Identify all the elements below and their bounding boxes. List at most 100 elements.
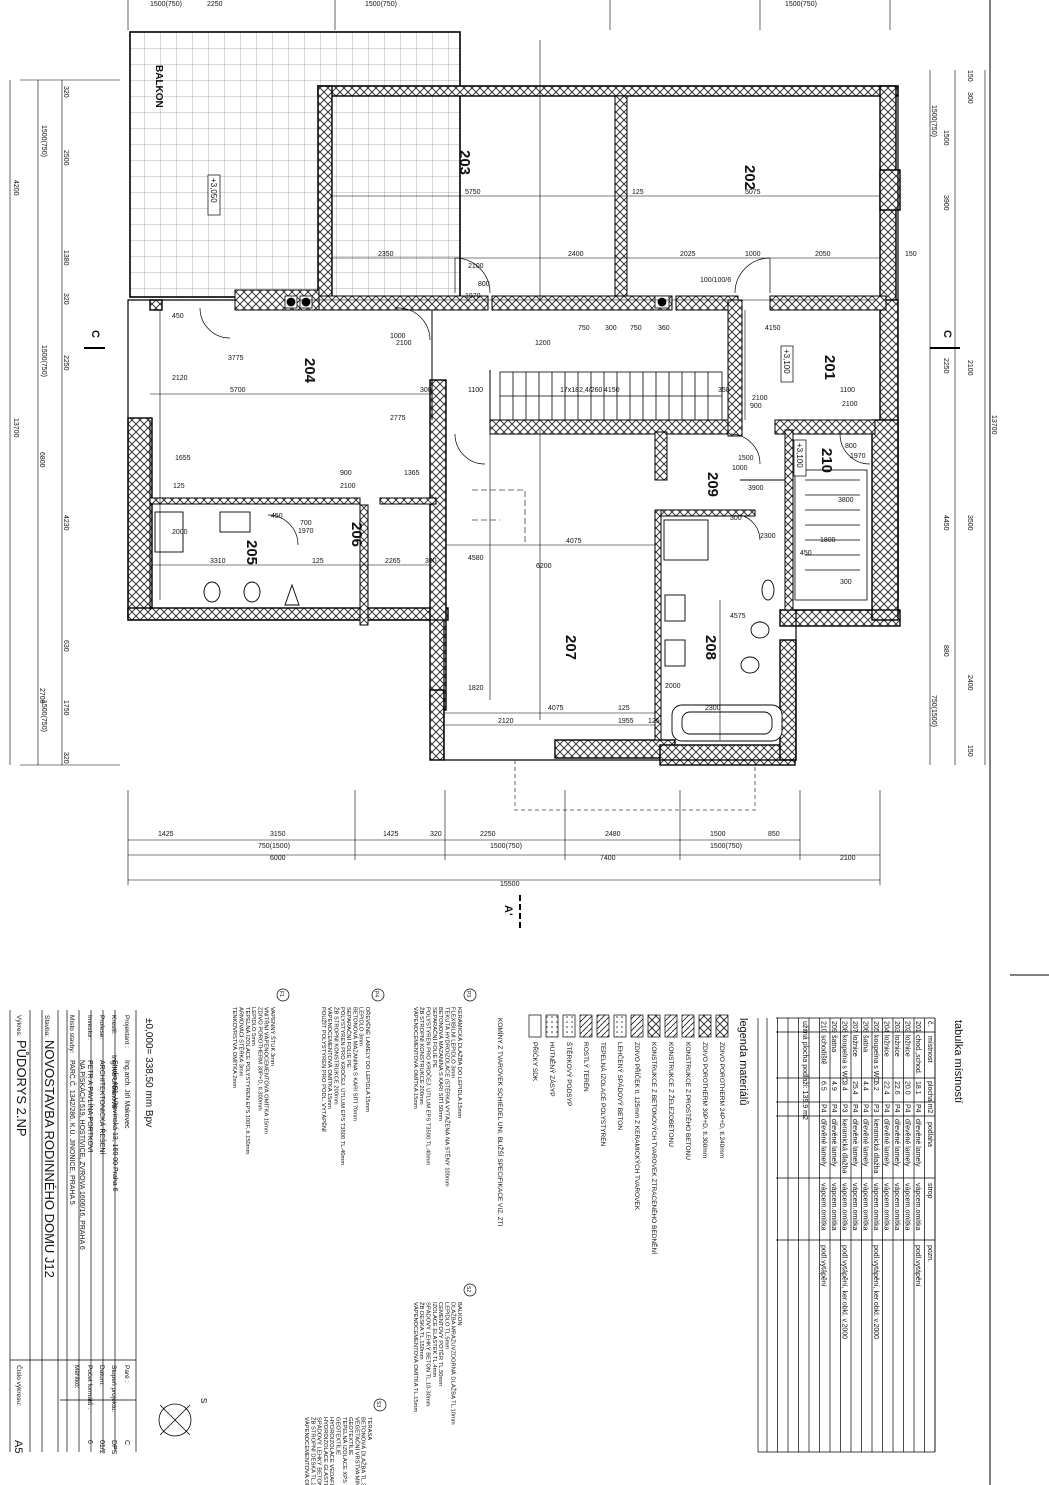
table-cell: ložnice <box>893 1035 900 1057</box>
dimension-label: 150 <box>966 745 973 757</box>
composition-line: CEMENTOVÝ POTĚR TL.50mm <box>437 1302 445 1386</box>
dimension-label: 1970 <box>298 528 314 535</box>
legend-swatch <box>664 1014 678 1038</box>
dimension-label: 350 <box>718 387 730 394</box>
table-cell: 202 <box>904 1021 911 1033</box>
legend-item: KONSTRUKCE Z PROSTÉHO BETONU <box>684 1042 693 1160</box>
dimension-label: 4075 <box>548 705 564 712</box>
table-cell: P4 <box>862 1104 869 1113</box>
legend-swatch <box>528 1014 542 1038</box>
table-cell: podl.vytápění, ker.obkl. v.2000 <box>841 1245 848 1339</box>
legend-swatch <box>613 1014 627 1038</box>
stair-label: 17x182,4/260 <box>560 387 603 394</box>
title-block-label: Profese: <box>98 1015 105 1039</box>
room-number: 207 <box>562 635 579 660</box>
title-block-label: Kreslil: <box>110 1015 117 1035</box>
table-cell: 6.5 <box>820 1081 827 1091</box>
legend-item: PŘÍČKY SDK <box>531 1042 540 1082</box>
dimension-label: 6200 <box>536 563 552 570</box>
title-block-label: Místo stavby: <box>68 1015 75 1053</box>
title-block-label: Stavba: <box>43 1015 50 1037</box>
legend-swatch <box>630 1014 644 1038</box>
title-block-right-value: A5 <box>12 1440 24 1453</box>
dimension-total: 15500 <box>500 881 520 888</box>
composition-line: GEOTEXTÍLIE <box>335 1417 342 1455</box>
title-block-value: Ing.Iva Urbanová <box>110 1055 117 1108</box>
legend-swatch <box>681 1014 695 1038</box>
legend-swatch <box>545 1014 559 1038</box>
table-cell: vápcem.omítka <box>872 1183 879 1231</box>
table-cell: ložnice <box>883 1035 890 1057</box>
dimension-label: 2120 <box>172 375 188 382</box>
dimension-lines <box>9 0 986 885</box>
composition-line: TEKUTÁ HYDROIZOLACE (STĚRKA VYTAŽENÁ NA … <box>443 1007 451 1187</box>
composition-line: KERAMICKÁ DLAŽBA DO LEPIDLA 15mm <box>456 1007 464 1118</box>
dimension-label: 750(1500) <box>930 695 937 727</box>
dimension-label: 3500 <box>966 515 973 531</box>
title-block-right-value: 6 <box>86 1440 93 1444</box>
dimension-label: 3150 <box>270 831 286 838</box>
dimension-label: 1500(750) <box>40 700 47 732</box>
legend-title: legenda materiálů <box>737 1018 749 1105</box>
table-cell: 9.4 <box>841 1081 848 1091</box>
dimension-label: 3900 <box>942 195 949 211</box>
table-cell: 18.1 <box>914 1081 921 1095</box>
table-cell: 22.6 <box>893 1081 900 1095</box>
composition-line: SEPARAČNÍ FOLIE PE <box>431 1007 438 1068</box>
composition-line: GEOTEXTÍLIE <box>347 1417 354 1455</box>
dimension-label: 1365 <box>404 470 420 477</box>
title-block-value: Studio A91, Vltavínská 13, 160 00 Praha … <box>111 1060 118 1192</box>
dimension-label: 1970 <box>850 453 866 460</box>
dimension-label: 4575 <box>730 613 746 620</box>
composition-line: HYDROIZOLACE VEDAFLOR WS TL.4 MM <box>328 1417 334 1485</box>
table-cell: vápcem.omítka <box>862 1183 869 1231</box>
table-header: strop <box>926 1183 933 1199</box>
dimension-label: 320 <box>62 86 69 98</box>
dimension-label: 125 <box>312 558 324 565</box>
composition-line: LEPIDLO 5mm <box>250 1007 256 1046</box>
table-header: místnost <box>926 1036 933 1063</box>
legend-swatch <box>596 1014 610 1038</box>
dimension-label: 900 <box>750 403 762 410</box>
room-number: 208 <box>702 635 719 660</box>
dimension-label: 1750 <box>62 700 69 716</box>
composition-line: BALKON <box>456 1302 462 1326</box>
dimension-label: 3900 <box>748 485 764 492</box>
composition-line: SPÁDOVÝ LEHKÝ BETON TL.10-120 MM <box>316 1417 323 1485</box>
level-mark: +3,100 <box>795 443 804 468</box>
composition-line: VAPENNÝ ŠTUK 3mm <box>269 1007 276 1066</box>
north-letter: S <box>199 1398 208 1403</box>
height-note: ±0,000= 338,50 mm Bpv <box>143 1018 154 1127</box>
legend-item: KONSTRUKCE Z BETONOVÝCH TVAROVEK ZTRACEN… <box>650 1042 659 1254</box>
table-cell: P4 <box>820 1104 827 1113</box>
room-number: 204 <box>301 358 318 384</box>
dimension-label: 1380 <box>62 250 69 266</box>
dimension-label: 1100 <box>840 387 855 394</box>
dimension-label: 5750 <box>465 189 481 196</box>
title-block-right-label: Měřítko: <box>73 1365 80 1389</box>
table-cell: koupelna s WC <box>872 1035 879 1082</box>
title-block-right-label: Paré : <box>123 1365 130 1383</box>
table-cell: 25.4 <box>851 1081 858 1095</box>
dimension-label: 1000 <box>732 465 748 472</box>
table-cell: schodiště <box>820 1035 827 1065</box>
dimension-label: 4150 <box>765 325 781 332</box>
dimension-label: 300 <box>840 579 852 586</box>
table-cell: koupelna s WC <box>841 1035 848 1082</box>
dimension-label: 1500(750) <box>40 125 47 157</box>
dimension-label: 1500(750) <box>710 843 742 850</box>
title-block-value: ARCHITEKTONICKÁ ŘEŠENÍ <box>98 1060 107 1154</box>
north-arrow: S <box>158 1398 208 1437</box>
table-cell: 206 <box>862 1021 869 1033</box>
table-cell: dřevěné lamely <box>893 1119 900 1167</box>
composition-line: VÁPENOCEMENTOVÁ OMÍTKA 15mm <box>326 1007 333 1109</box>
composition-line: VÁPENOCEMENTOVÁ OMÍTKA TL.15mm <box>412 1302 419 1412</box>
dimension-label: 1100 <box>468 387 483 394</box>
dimension-label: 1000 <box>390 333 406 340</box>
title-block-value: PARC.Č. 1342/286, K.Ú. JINONICE, PRAHA 5 <box>68 1060 77 1205</box>
composition-tag-circle <box>463 1283 477 1297</box>
dimension-label: 320 <box>430 831 442 838</box>
table-cell: podl.vytápění <box>914 1245 921 1287</box>
